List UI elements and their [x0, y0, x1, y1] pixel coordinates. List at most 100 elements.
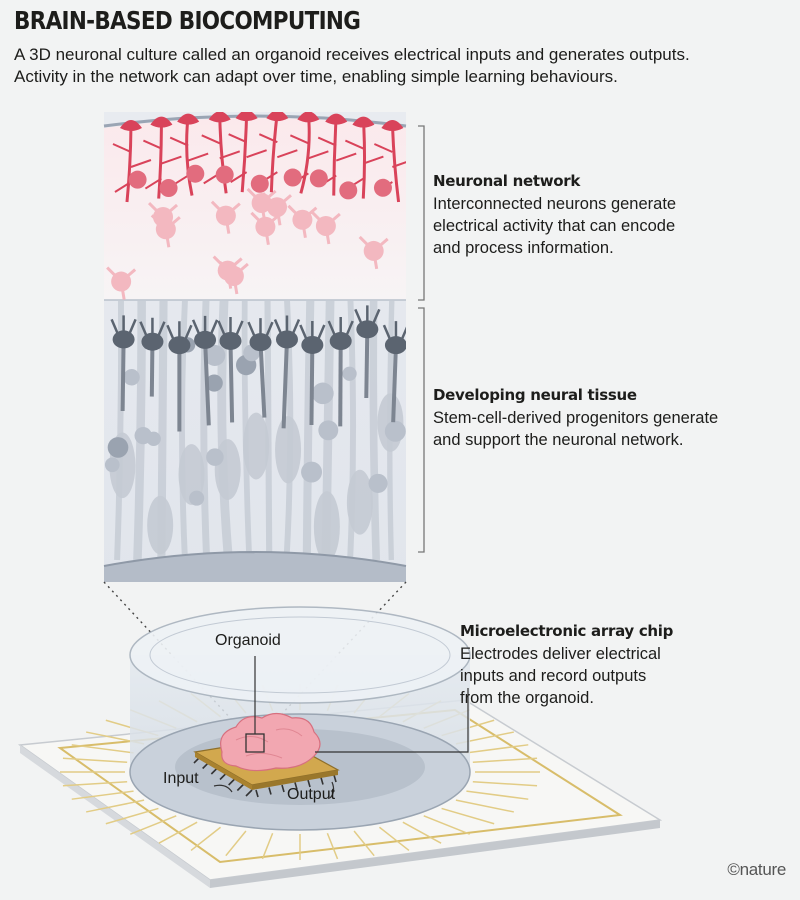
- electrode-trace: [86, 799, 145, 813]
- electrode-trace: [326, 832, 339, 860]
- network-bracket: [418, 125, 425, 301]
- gold-microchip-edge: [195, 752, 252, 790]
- neuronal-network-line-3: and process information.: [433, 239, 614, 257]
- subtitle-line-1: A 3D neuronal culture called an organoid…: [14, 45, 690, 64]
- chip-label: Microelectronic array chip Electrodes de…: [460, 622, 673, 709]
- round-cell: [206, 448, 224, 466]
- gold-microchip-edge-2: [252, 770, 338, 790]
- neural-tissue-line-2: and support the neuronal network.: [433, 431, 684, 449]
- input-leader: [213, 784, 233, 793]
- red-neuron-axon: [361, 118, 367, 199]
- electrode-trace: [466, 790, 529, 800]
- progenitor-fibre: [179, 299, 188, 561]
- round-cell: [205, 374, 223, 392]
- pale-neuron: [215, 205, 236, 226]
- chip-pin: [281, 784, 285, 793]
- dark-neuron-axon: [149, 341, 155, 397]
- red-neuron-branch: [112, 143, 152, 193]
- red-neuron-branch: [228, 133, 267, 183]
- red-neuron-body: [283, 168, 302, 187]
- progenitor-fibre: [347, 299, 357, 561]
- chip-pin: [255, 789, 259, 798]
- red-neuron-soma: [150, 116, 173, 128]
- dark-neuron-axon: [203, 339, 211, 426]
- electrode-trace: [455, 799, 514, 813]
- dark-neuron-axon: [228, 340, 235, 423]
- chip-pin: [333, 774, 337, 783]
- neuronal-network-line-2: electrical activity that can encode: [433, 217, 676, 235]
- pale-neuron: [315, 215, 336, 236]
- dark-neuron: [384, 336, 406, 355]
- dark-neuron-dendrite: [247, 318, 274, 337]
- dark-neuron: [356, 320, 379, 339]
- dark-neuron-dendrite: [217, 316, 244, 336]
- electrode-trace: [71, 790, 134, 800]
- red-neuron-soma: [297, 112, 320, 123]
- dark-neuron-dendrite: [382, 321, 406, 340]
- electrode-trace: [472, 780, 538, 787]
- dark-neuron: [275, 330, 298, 349]
- output-label: Output: [287, 786, 336, 803]
- dark-neuron-dendrite: [299, 320, 326, 340]
- progenitor-fibre: [302, 299, 315, 561]
- electrode-trace: [423, 815, 470, 835]
- progenitor-cell: [313, 491, 340, 562]
- input-label: Input: [163, 770, 199, 787]
- dark-neuron: [141, 332, 164, 351]
- dark-neuron: [219, 331, 242, 350]
- progenitor-cell: [214, 439, 241, 500]
- culture-well-rim: [129, 606, 471, 704]
- dark-neuron-axon: [258, 342, 267, 418]
- electrode-trace: [466, 744, 529, 754]
- neural-tissue-line-1: Stem-cell-derived progenitors generate: [433, 409, 719, 427]
- red-neuron-body: [339, 181, 358, 200]
- nature-credit: ©nature: [727, 860, 786, 879]
- chip-pin: [236, 783, 244, 792]
- round-cell: [104, 457, 120, 473]
- red-neuron-body: [128, 170, 147, 189]
- red-neuron-body: [186, 164, 205, 183]
- chip-pin: [228, 778, 236, 786]
- round-cell: [204, 344, 226, 366]
- chip-pin: [268, 787, 272, 795]
- dark-neuron-dendrite: [139, 317, 166, 337]
- neural-tissue-heading: Developing neural tissue: [433, 386, 637, 404]
- pale-neuron: [292, 209, 313, 230]
- electrode-trace: [71, 744, 134, 754]
- round-cell: [384, 420, 406, 442]
- organoid-texture: [235, 728, 303, 759]
- chip-pin: [320, 777, 324, 785]
- dark-neuron-dendrite: [166, 321, 193, 340]
- dark-neuron-dendrite: [273, 315, 301, 334]
- red-neuron-soma: [352, 116, 375, 128]
- electrode-trace: [225, 830, 247, 857]
- subtitle-line-2: Activity in the network can adapt over t…: [14, 67, 618, 86]
- round-cell: [368, 473, 388, 493]
- electrode-trace: [441, 807, 495, 825]
- base-membrane-edge: [103, 551, 407, 567]
- chip-pin: [294, 782, 298, 790]
- progenitor-fibre: [369, 299, 381, 561]
- chip-pin: [245, 789, 253, 797]
- chip-base-edge-left: [20, 745, 210, 888]
- red-neuron-soma: [119, 120, 142, 131]
- progenitor-cell: [243, 412, 270, 480]
- red-neuron-branch: [143, 139, 182, 190]
- dark-neuron: [329, 332, 352, 351]
- dark-neuron: [249, 333, 272, 352]
- round-cell: [342, 366, 357, 381]
- progenitor-cell: [147, 495, 174, 555]
- red-neuron-soma: [266, 112, 289, 122]
- red-neuron-soma: [325, 113, 348, 125]
- round-cell: [134, 426, 152, 445]
- red-neuron-body: [159, 179, 178, 198]
- dark-neuron-axon: [364, 329, 370, 399]
- chip-pin: [219, 772, 227, 781]
- electrode-trace: [190, 826, 222, 851]
- chip-leader: [315, 688, 469, 753]
- progenitor-cell: [275, 416, 302, 484]
- chip-pin: [307, 779, 311, 788]
- red-neuron-body: [215, 165, 234, 184]
- cross-section-panel: [103, 112, 407, 582]
